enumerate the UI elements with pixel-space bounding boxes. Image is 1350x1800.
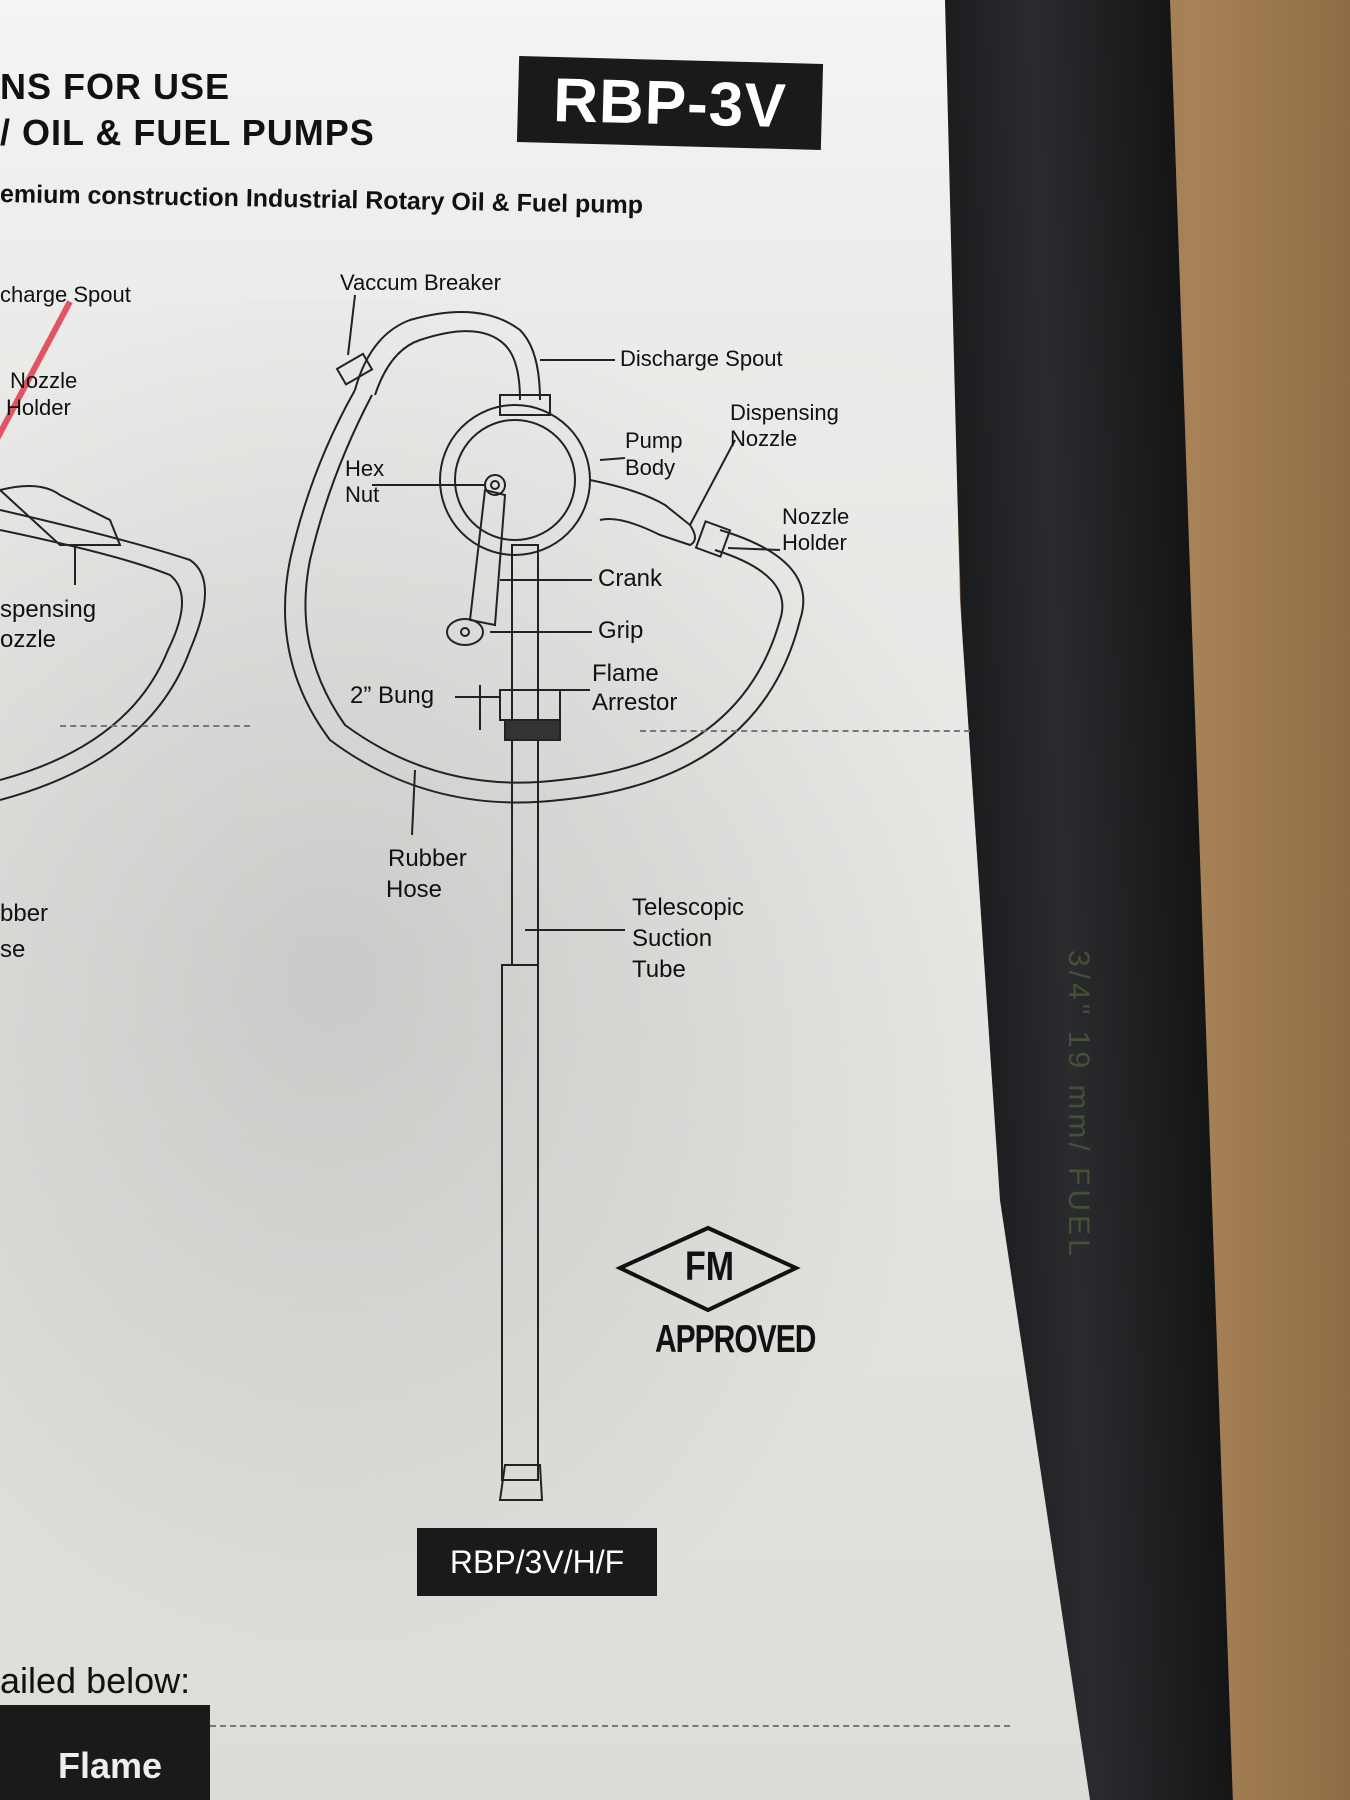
nozzle-holder-label-1: Nozzle <box>782 504 850 529</box>
hex-nut-label-2: Nut <box>345 482 380 507</box>
dispensing-nozzle-label-1: Dispensing <box>730 400 839 425</box>
discharge-spout-pipe-inner <box>374 330 521 401</box>
rubber-hose-inner <box>304 394 784 784</box>
suction-tube-upper <box>511 544 539 966</box>
rubber-hose-label-2: Hose <box>386 876 443 903</box>
table-header-flame: Flame <box>58 1745 163 1786</box>
fold-line-right <box>640 730 970 732</box>
left-nozzle-holder-label-1: Nozzle <box>10 368 78 393</box>
discharge-spout-label: Discharge Spout <box>620 346 783 371</box>
grip <box>446 618 484 646</box>
fold-line-left <box>60 725 250 727</box>
left-dispensing-nozzle-label-2: ozzle <box>0 626 57 653</box>
flame-arrestor-label-1: Flame <box>592 660 659 687</box>
left-hose-inner <box>0 529 183 781</box>
left-discharge-spout-label: charge Spout <box>0 282 131 307</box>
model-label: RBP/3V/H/F <box>417 1528 657 1596</box>
dispensing-nozzle <box>589 479 696 547</box>
rubber-hose <box>284 389 805 804</box>
fold-line-bottom <box>210 1725 1010 1727</box>
suction-tube-lower <box>501 964 539 1481</box>
crank-label: Crank <box>598 565 663 592</box>
left-rubber-hose-label-1: bber <box>0 900 49 927</box>
left-dispensing-nozzle-label-1: spensing <box>0 596 97 623</box>
telescopic-suction-tube-label-2: Suction <box>632 925 713 952</box>
vaccum-breaker-label: Vaccum Breaker <box>340 270 501 295</box>
rubber-hose-label-1: Rubber <box>388 845 467 872</box>
table-header-cell <box>0 1705 210 1800</box>
flame-arrestor-label-2: Arrestor <box>592 689 678 716</box>
pump-body <box>439 404 591 556</box>
discharge-spout-pipe <box>354 311 541 401</box>
left-hose <box>0 509 206 801</box>
grip-label: Grip <box>598 617 644 644</box>
pump-body-label-1: Pump <box>625 428 683 453</box>
hex-nut-label-1: Hex <box>345 456 385 481</box>
flame-arrestor <box>499 689 561 721</box>
left-rubber-hose-label-2: se <box>0 936 26 963</box>
title-line-2: / OIL & FUEL PUMPS <box>0 112 375 153</box>
telescopic-suction-tube-label-3: Tube <box>632 956 686 983</box>
nozzle-holder-clip <box>694 520 732 558</box>
title-line-1: NS FOR USE <box>0 66 231 107</box>
fm-approved-text: APPROVED <box>655 1318 816 1361</box>
nozzle-holder-label-2: Holder <box>782 530 847 555</box>
bung <box>504 719 561 741</box>
fm-logo-text: FM <box>685 1244 735 1290</box>
telescopic-suction-tube-label-1: Telescopic <box>632 894 745 921</box>
crank-arm <box>468 488 507 627</box>
bag-print: 3/4" 19 mm/ FUEL <box>1062 950 1095 1260</box>
detailed-below-text: ailed below: <box>0 1660 191 1701</box>
bung-label: 2” Bung <box>350 682 435 709</box>
left-nozzle <box>0 485 122 546</box>
dispensing-nozzle-label-2: Nozzle <box>730 426 798 451</box>
left-nozzle-holder-label-2: Holder <box>6 395 71 420</box>
pump-body-label-2: Body <box>625 455 676 480</box>
